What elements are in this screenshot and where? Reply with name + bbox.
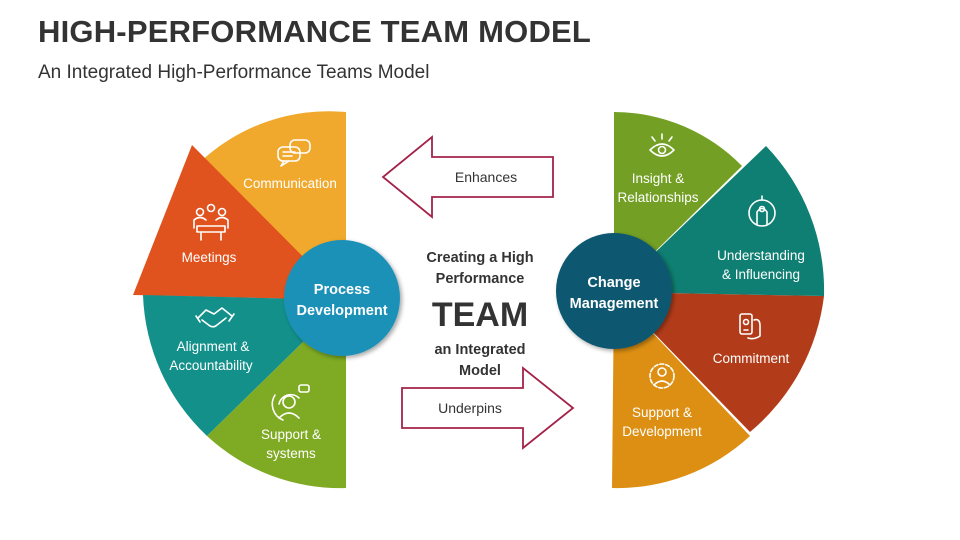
center-line2: Performance (436, 271, 525, 287)
center-team: TEAM (432, 296, 528, 334)
page-title: HIGH-PERFORMANCE TEAM MODEL (38, 14, 592, 49)
left-hub-line1: Process (314, 282, 370, 298)
chat-bubbles-icon (277, 139, 311, 167)
head-bulb-icon (748, 195, 776, 227)
eye-icon (649, 133, 675, 157)
meetings-label: Meetings (182, 250, 237, 265)
center-line1: Creating a High (426, 250, 533, 266)
right-hub (556, 233, 672, 349)
understanding-label-line1: Understanding (717, 248, 805, 263)
right-hub-line2: Management (570, 296, 659, 312)
enhances-arrow: Enhances (381, 135, 554, 219)
enhances-label: Enhances (455, 169, 517, 185)
left-wheel: Process Development Communication Meetin… (133, 111, 400, 489)
communication-label: Communication (243, 176, 337, 191)
alignment-label-line1: Alignment & (177, 339, 250, 354)
center-line3: an Integrated (434, 342, 525, 358)
insight-label-line1: Insight & (632, 171, 685, 186)
support-person-icon (271, 384, 310, 421)
segment-commitment (614, 292, 824, 432)
right-hub-line1: Change (587, 275, 640, 291)
understanding-label-line2: & Influencing (722, 267, 800, 282)
left-hub-line2: Development (296, 303, 387, 319)
right-wheel: Change Management Insight & Relationship… (556, 112, 825, 489)
insight-label-line2: Relationships (617, 190, 698, 205)
support-development-label-line1: Support & (632, 405, 692, 420)
segment-meetings (133, 145, 346, 300)
center-line4: Model (459, 363, 501, 379)
meeting-table-icon (193, 203, 229, 241)
alignment-label-line2: Accountability (169, 358, 253, 373)
support-systems-label-line2: systems (266, 446, 316, 461)
left-hub (284, 240, 400, 356)
segment-understanding (614, 146, 825, 296)
support-development-label-line2: Development (622, 424, 702, 439)
page-subtitle: An Integrated High-Performance Teams Mod… (38, 62, 430, 83)
handshake-icon (195, 307, 235, 328)
phone-hand-icon (739, 313, 761, 340)
support-systems-label-line1: Support & (261, 427, 321, 442)
underpins-arrow: Underpins (401, 366, 575, 450)
center-text: Creating a High Performance TEAM an Inte… (426, 250, 533, 379)
underpins-label: Underpins (438, 400, 502, 416)
gear-person-icon (649, 363, 675, 389)
commitment-label: Commitment (713, 351, 790, 366)
segment-support-development (612, 292, 750, 489)
